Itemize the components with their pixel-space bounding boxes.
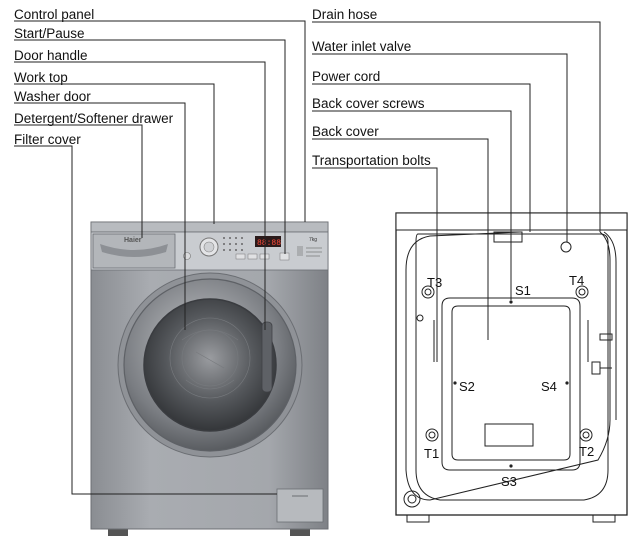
marker-t2: T2 (579, 444, 594, 459)
leader-door-handle (14, 61, 266, 330)
leader-back-cover (312, 138, 489, 340)
display-window (255, 236, 281, 247)
leader-start-pause (14, 39, 286, 254)
label-detergent-drawer: Detergent/Softener drawer (14, 111, 174, 126)
back-inner-shell (415, 233, 609, 501)
label-back-cover: Back cover (312, 124, 379, 139)
leader-work-top (14, 83, 215, 224)
screw-s4 (565, 381, 569, 385)
hose-hook (416, 314, 424, 322)
display-readout: 88:88 (257, 239, 281, 248)
marker-s2: S2 (459, 379, 475, 394)
label-power-cord: Power cord (312, 69, 380, 84)
screw-s3 (509, 464, 513, 468)
screw-s1 (509, 300, 513, 304)
back-cover (441, 297, 581, 471)
leader-filter-cover (14, 145, 277, 495)
transport-bolt-t3 (421, 285, 435, 299)
leader-power-cord (312, 83, 531, 232)
label-filter-cover: Filter cover (14, 132, 81, 147)
drain-hose-outer (603, 231, 617, 420)
leader-drain-hose (312, 21, 601, 232)
panel-decoration (297, 246, 322, 257)
label-work-top: Work top (14, 70, 68, 85)
label-door-handle: Door handle (14, 48, 88, 63)
front-view: Haier 88:88 7kg (90, 221, 329, 536)
program-knob-center (203, 241, 215, 253)
filter-cover[interactable] (276, 488, 324, 523)
marker-s1: S1 (515, 283, 531, 298)
drum-pattern (169, 317, 251, 399)
start-pause-button[interactable] (279, 252, 290, 261)
marker-s3: S3 (501, 474, 517, 489)
back-labels: Drain hose Water inlet valve Power cord … (312, 7, 431, 168)
back-view: T3 T4 S1 S2 S4 T1 T2 S3 (395, 212, 628, 523)
drawer-handle (100, 244, 168, 257)
door-handle[interactable] (261, 321, 273, 393)
work-top (90, 221, 329, 233)
drain-hose-end-inner (407, 494, 417, 504)
leader-transportation-bolts (312, 167, 438, 362)
label-start-pause: Start/Pause (14, 26, 85, 41)
water-inlet-valve (493, 231, 523, 243)
drain-hose (405, 231, 611, 501)
brand-logo: Haier (124, 237, 142, 244)
hose-clip-top (599, 333, 613, 341)
label-control-panel: Control panel (14, 7, 94, 22)
leader-control-panel (14, 20, 306, 222)
front-leader-lines (14, 20, 306, 495)
indicator-dots (223, 237, 243, 251)
button-row (235, 252, 290, 261)
function-button-2[interactable] (247, 253, 258, 260)
marker-t1: T1 (424, 446, 439, 461)
label-washer-door: Washer door (14, 89, 91, 104)
screw-s2 (453, 381, 457, 385)
back-cover-plate (484, 423, 534, 447)
function-button-1[interactable] (235, 253, 246, 260)
leader-back-cover-screws (312, 110, 512, 300)
door-glass (143, 298, 277, 432)
capacity-label: 7kg (309, 237, 317, 243)
back-leader-lines (312, 21, 601, 362)
label-water-inlet-valve: Water inlet valve (312, 39, 411, 54)
transport-bolt-t1 (425, 428, 439, 442)
label-drain-hose: Drain hose (312, 7, 377, 22)
leader-water-inlet-valve (312, 53, 568, 242)
label-back-cover-screws: Back cover screws (312, 96, 425, 111)
back-cover-inner (451, 305, 571, 461)
front-foot-left (108, 527, 128, 536)
marker-s4: S4 (541, 379, 557, 394)
front-foot-right (290, 527, 310, 536)
power-cord-entry (560, 241, 572, 253)
drain-hose-end (403, 490, 421, 508)
label-transportation-bolts: Transportation bolts (312, 153, 431, 168)
leader-detergent-drawer (14, 124, 143, 238)
front-labels: Control panel Start/Pause Door handle Wo… (14, 7, 174, 147)
marker-t4: T4 (569, 273, 584, 288)
transport-bolt-t4 (575, 285, 589, 299)
transport-bolt-t2 (579, 428, 593, 442)
leader-washer-door (14, 102, 186, 330)
marker-t3: T3 (427, 275, 442, 290)
